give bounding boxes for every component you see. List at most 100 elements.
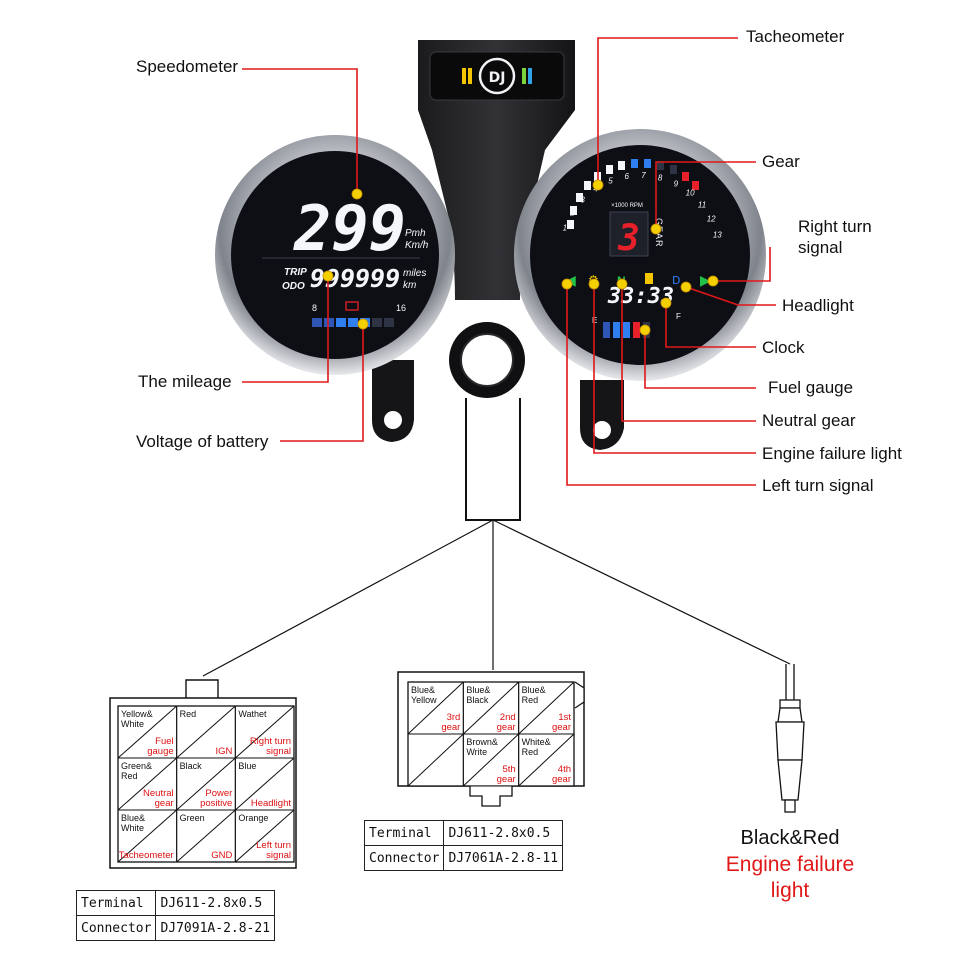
connector-left-wire-function: Left turn: [256, 840, 291, 851]
connector-left-wire-color: Blue: [238, 761, 256, 771]
connector-left-wire-function: Power: [205, 788, 232, 799]
connector-left-wire-function: signal: [266, 746, 291, 757]
connector-left-wire-color: Green: [180, 813, 205, 823]
fuel-pump-icon: [645, 273, 653, 284]
headlight-icon: D: [672, 274, 680, 287]
callout-battery: Voltage of battery: [136, 432, 269, 451]
connector-left-wire-function: GND: [211, 850, 232, 861]
connector-left-wire-color: Green&: [121, 761, 152, 771]
callout-dots: [322, 179, 719, 336]
callout-right-turn: Right turn signal: [798, 217, 872, 258]
tachometer-gauge: ×1000 RPM 12345678910111213 3 GEAR ◀ ⚙ N…: [514, 129, 766, 381]
rpm-tick-10: 10: [686, 189, 695, 198]
middle-terminal-label: Terminal: [363, 820, 445, 846]
wires: [202, 519, 791, 677]
connector-left-wire-function: IGN: [215, 746, 232, 757]
rpm-tick-5: 5: [608, 177, 613, 186]
connector-middle-wire-color: White&: [522, 737, 551, 747]
connector-middle-wire-function: gear: [497, 774, 516, 785]
connector-left-wire-color: Red: [121, 771, 138, 781]
callout-lines: [242, 37, 776, 486]
speed-unit-kmh: Km/h: [405, 240, 429, 251]
connector-middle-wire-function: 3rd: [447, 712, 461, 723]
battery-scale-max: 16: [396, 303, 406, 313]
connector-middle-wire-color: Write: [466, 747, 487, 757]
brand-logo: DJ: [489, 70, 506, 86]
connector-left-wire-function: Tacheometer: [119, 850, 174, 861]
rpm-tick-9: 9: [674, 180, 679, 189]
connector-left-wire-function: gear: [155, 798, 174, 809]
connector-middle-wire-color: Red: [522, 695, 539, 705]
spade-terminal: [775, 664, 805, 813]
connector-middle-wire-function: 5th: [502, 764, 515, 775]
right-turn-arrow-icon: ▶: [700, 273, 711, 289]
rpm-unit: ×1000 RPM: [611, 203, 643, 209]
connector-middle-wire-function: gear: [497, 722, 516, 733]
connector-left-wire-color: Orange: [238, 813, 268, 823]
connector-middle: Blue&Yellow3rdgearBlue&Black2ndgearBlue&…: [397, 671, 585, 807]
connector-middle-wire-function: gear: [441, 722, 460, 733]
connector-middle-wire-color: Red: [522, 747, 539, 757]
fuel-full-label: F: [676, 312, 681, 321]
connector-left-wire-color: Red: [180, 709, 197, 719]
connector-left-wire-function: positive: [200, 798, 232, 809]
connector-left-wire-function: Neutral: [143, 788, 174, 799]
battery-scale-min: 8: [312, 303, 317, 313]
rpm-tick-13: 13: [713, 230, 722, 239]
callout-clock: Clock: [762, 338, 805, 357]
battery-voltage-bar: [312, 318, 394, 327]
connector-middle-wire-function: gear: [552, 774, 571, 785]
connector-middle-wire-color: Blue&: [466, 685, 490, 695]
connector-left-wire-color: Yellow&: [121, 709, 153, 719]
left-connector-label: Connector: [75, 915, 157, 941]
rpm-tick-7: 7: [641, 171, 646, 180]
connector-left-spec-table: Terminal DJ611-2.8x0.5 Connector DJ7091A…: [75, 890, 276, 941]
connector-middle-wire-color: Brown&: [466, 737, 498, 747]
odo-label: ODO: [282, 281, 305, 292]
mounting-bracket: DJ: [372, 40, 624, 521]
rpm-tick-11: 11: [698, 201, 706, 210]
callout-gear: Gear: [762, 152, 800, 171]
rpm-bar-arc: [567, 159, 699, 229]
left-terminal-value: DJ611-2.8x0.5: [155, 890, 276, 916]
rpm-tick-6: 6: [624, 172, 629, 181]
connector-middle-wire-color: Yellow: [411, 695, 437, 705]
speed-readout: 299: [293, 192, 406, 265]
connector-middle-wire-function: 2nd: [500, 712, 516, 723]
connector-middle-wire-function: gear: [552, 722, 571, 733]
connector-middle-wire-function: 1st: [558, 712, 571, 723]
connector-left-wire-function: gauge: [147, 746, 173, 757]
connector-middle-wire-color: Blue&: [522, 685, 546, 695]
connector-left-wire-function: Right turn: [250, 736, 291, 747]
logo-color-bars: [462, 68, 532, 84]
single-wire-function-label: Engine failure light: [725, 853, 855, 903]
connector-left-wire-function: Headlight: [251, 798, 291, 809]
rpm-tick-2: 2: [569, 209, 575, 218]
connector-middle-grid: Blue&Yellow3rdgearBlue&Black2ndgearBlue&…: [407, 681, 575, 787]
rpm-tick-12: 12: [707, 215, 716, 224]
callout-headlight: Headlight: [782, 296, 854, 315]
gear-readout: 3: [617, 218, 640, 259]
mileage-unit-km: km: [403, 280, 416, 291]
single-wire-color-label: Black&Red: [740, 827, 840, 849]
connector-middle-spec-table: Terminal DJ611-2.8x0.5 Connector DJ7061A…: [363, 820, 564, 871]
trip-label: TRIP: [284, 267, 307, 278]
speedometer-gauge: 299 Pmh Km/h TRIP ODO 999999 miles km 8 …: [215, 135, 455, 375]
callout-neutral: Neutral gear: [762, 411, 856, 430]
connector-left-wire-function: Fuel: [155, 736, 173, 747]
connector-left-wire-function: signal: [266, 850, 291, 861]
middle-connector-label: Connector: [363, 845, 445, 871]
connector-left-wire-color: White: [121, 823, 144, 833]
connector-left-wire-color: Black: [180, 761, 203, 771]
speed-unit-mph: Pmh: [405, 228, 426, 239]
callout-fuel: Fuel gauge: [768, 378, 854, 397]
rpm-tick-labels: 12345678910111213: [563, 171, 723, 239]
left-terminal-label: Terminal: [75, 890, 157, 916]
middle-terminal-value: DJ611-2.8x0.5: [443, 820, 564, 846]
